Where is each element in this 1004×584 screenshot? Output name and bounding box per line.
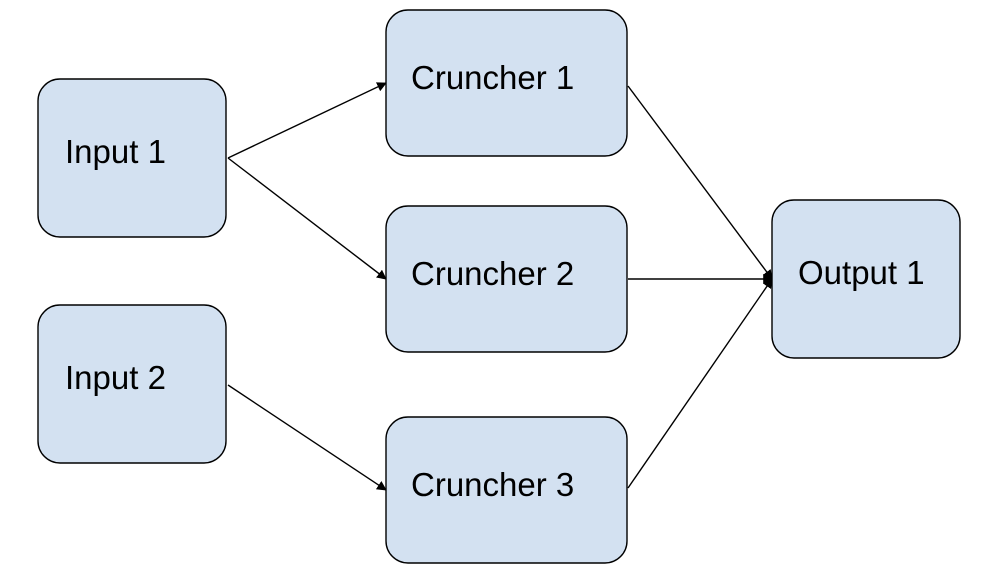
- node-output-1-label: Output 1: [798, 254, 925, 291]
- node-output-1[interactable]: Output 1: [771, 199, 961, 359]
- edge-input-2-to-cruncher-3: [227, 384, 387, 491]
- node-input-2[interactable]: Input 2: [37, 304, 227, 464]
- node-cruncher-2-box: [385, 205, 628, 353]
- node-input-1-box: [37, 78, 227, 238]
- node-input-1[interactable]: Input 1: [37, 78, 227, 238]
- edges: [227, 82, 773, 491]
- node-cruncher-2-label: Cruncher 2: [411, 255, 574, 292]
- edge-cruncher-1-to-output-1: [627, 85, 773, 280]
- edge-input-1-to-cruncher-1: [227, 82, 387, 159]
- node-cruncher-1-label: Cruncher 1: [411, 59, 574, 96]
- node-output-1-box: [771, 199, 961, 359]
- node-input-2-box: [37, 304, 227, 464]
- edge-cruncher-3-to-output-1: [627, 278, 773, 489]
- node-cruncher-2[interactable]: Cruncher 2: [385, 205, 628, 353]
- node-cruncher-3-label: Cruncher 3: [411, 466, 574, 503]
- node-input-2-label: Input 2: [65, 359, 166, 396]
- node-input-1-label: Input 1: [65, 133, 166, 170]
- node-cruncher-1[interactable]: Cruncher 1: [385, 9, 628, 157]
- edge-input-1-to-cruncher-2: [227, 157, 387, 280]
- node-cruncher-3-box: [385, 416, 628, 564]
- node-cruncher-3[interactable]: Cruncher 3: [385, 416, 628, 564]
- node-cruncher-1-box: [385, 9, 628, 157]
